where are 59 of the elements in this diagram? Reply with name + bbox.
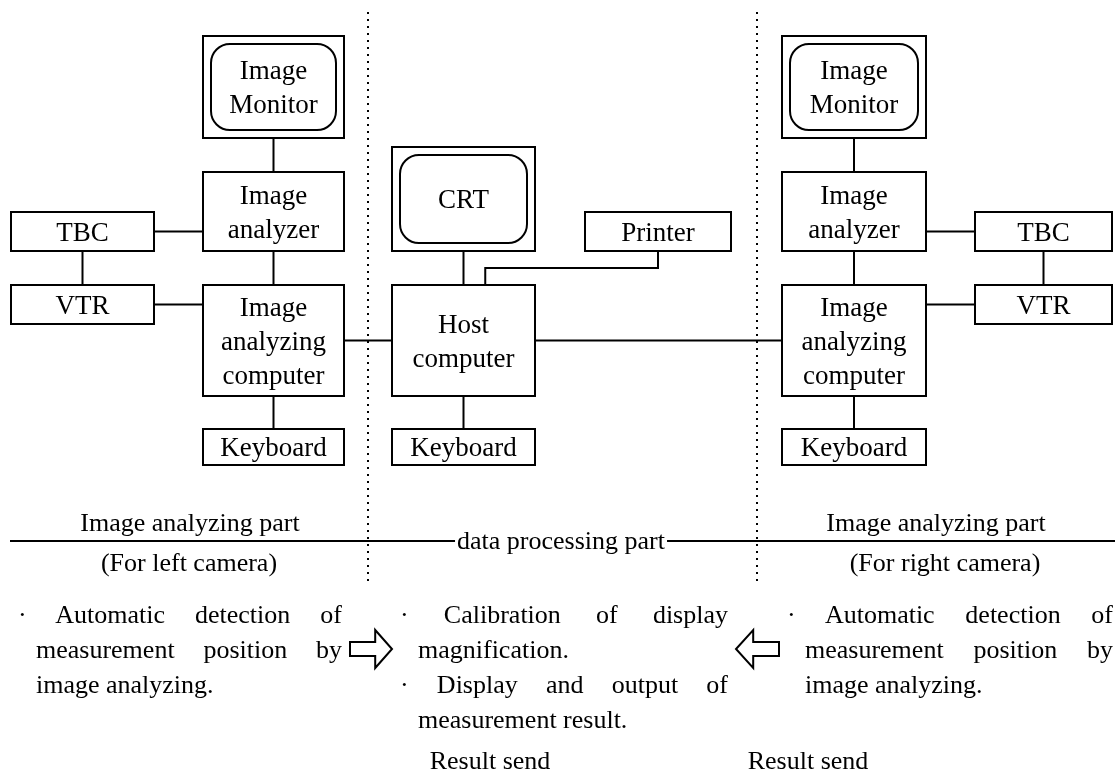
connector-line <box>535 339 782 342</box>
connector-line <box>154 230 203 233</box>
device-box <box>10 211 155 252</box>
bullet-item: · Calibration of display magnification. <box>400 599 728 666</box>
device-label: TBC <box>1017 215 1070 249</box>
device-box <box>391 284 536 397</box>
device-label: Image analyzing computer <box>800 290 908 392</box>
device-label: Printer <box>621 215 695 249</box>
device-label: Host computer <box>411 307 516 375</box>
connector-line <box>484 251 659 285</box>
connector-line <box>926 230 975 233</box>
device-box <box>202 428 345 466</box>
bullet-item: · Automatic detection of measurement position by image analyzing. <box>18 599 342 701</box>
device-label: Image analyzing computer <box>220 290 327 392</box>
device-label: CRT <box>438 183 489 216</box>
device-label: Keyboard <box>800 431 908 464</box>
monitor-frame <box>202 35 345 139</box>
connector-line <box>344 339 392 342</box>
device-box <box>10 284 155 325</box>
device-label: Keyboard <box>220 431 327 464</box>
section-subheading: (For left camera) <box>100 548 278 578</box>
device-box <box>391 428 536 466</box>
connector-line <box>1042 251 1045 285</box>
device-label: VTR <box>55 288 110 322</box>
connector-line <box>853 138 855 172</box>
device-label: Image analyzer <box>807 178 901 246</box>
bullet-item: · Display and output of measurement result. <box>400 669 728 736</box>
connector-line <box>462 396 465 429</box>
connector-line <box>272 251 275 285</box>
device-box <box>202 284 345 397</box>
device-label: Image analyzer <box>226 178 321 246</box>
device-box <box>974 284 1113 325</box>
device-label: Image Monitor <box>228 54 319 121</box>
device-label: TBC <box>56 215 109 249</box>
monitor-frame <box>781 35 927 139</box>
monitor-frame <box>391 146 536 252</box>
device-box <box>781 284 927 397</box>
hollow-arrow <box>349 627 394 671</box>
hollow-arrow <box>734 627 780 671</box>
device-box <box>202 171 345 252</box>
device-label: Keyboard <box>410 431 517 464</box>
connector-line <box>926 303 975 306</box>
connector-line <box>272 138 275 172</box>
device-box <box>584 211 732 252</box>
connector-line <box>81 251 84 285</box>
connector-line <box>272 396 275 429</box>
section-subheading: (For right camera) <box>849 548 1041 578</box>
device-box <box>974 211 1113 252</box>
device-box <box>781 171 927 252</box>
connector-line <box>462 251 465 285</box>
device-box <box>781 428 927 466</box>
section-heading: Image analyzing part <box>80 508 300 538</box>
connector-line <box>853 396 855 429</box>
connector-line <box>853 251 855 285</box>
bullet-item: · Automatic detection of measurement position by image analyzing. <box>787 599 1113 701</box>
connector-line <box>154 303 203 306</box>
section-heading: Image analyzing part <box>826 508 1046 538</box>
device-label: Image Monitor <box>808 54 900 121</box>
device-label: VTR <box>1016 288 1071 322</box>
